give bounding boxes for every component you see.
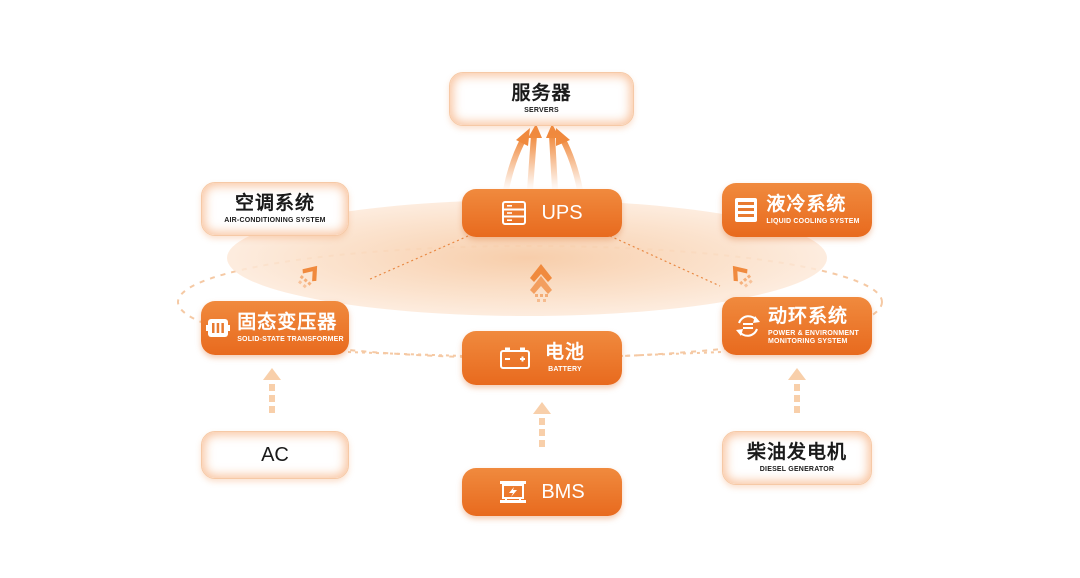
monitoring-label: 动环系统 [768,305,849,327]
monitoring-sublabel-1: POWER & ENVIRONMENT [768,330,859,337]
dashed-up-arrow-diesel [788,368,806,413]
aircon-node: 空调系统 AIR-CONDITIONING SYSTEM [201,182,349,236]
ups-node: UPS [462,189,622,237]
diesel-label: 柴油发电机 [746,441,847,463]
servers-sublabel: SERVERS [524,107,559,114]
connector-line [619,351,723,357]
server-rack-icon [502,201,527,225]
flow-arrow-heads [516,124,570,146]
aircon-sublabel: AIR-CONDITIONING SYSTEM [224,217,326,224]
dashed-up-arrow-ac [263,368,281,413]
sst-node: 固态变压器 SOLID-STATE TRANSFORMER [201,301,349,355]
dashed-up-arrow-bms [533,402,551,447]
ac-label: AC [261,443,289,466]
ups-label: UPS [541,201,583,224]
glow-platform [227,200,827,316]
liquid-cooling-node: 液冷系统 LIQUID COOLING SYSTEM [722,183,872,237]
battery-icon [499,347,530,369]
connector-line [347,351,463,357]
monitoring-node: 动环系统 POWER & ENVIRONMENT MONITORING SYST… [722,297,872,355]
sst-label: 固态变压器 [237,311,338,333]
aircon-label: 空调系统 [234,192,315,214]
dotted-arrow-icon [530,264,552,302]
liquid-cooling-label: 液冷系统 [766,193,847,215]
ac-node: AC [201,431,349,479]
diesel-node: 柴油发电机 DIESEL GENERATOR [722,431,872,485]
server-rack-icon [735,198,758,222]
connector-line [367,235,469,281]
servers-label: 服务器 [511,82,572,104]
dotted-arrow-icon [298,265,318,289]
bms-board-icon [500,481,527,503]
battery-label: 电池 [544,341,585,363]
servers-node: 服务器 SERVERS [449,72,634,126]
battery-node: 电池 BATTERY [462,331,622,385]
flow-arrows-up [503,132,583,193]
diesel-sublabel: DIESEL GENERATOR [759,466,835,473]
cycle-icon [736,315,761,337]
monitoring-sublabel-2: MONITORING SYSTEM [768,338,848,345]
connector-line [609,235,721,287]
battery-sublabel: BATTERY [548,366,582,373]
sst-sublabel: SOLID-STATE TRANSFORMER [237,336,344,343]
transformer-icon [206,319,231,337]
liquid-cooling-sublabel: LIQUID COOLING SYSTEM [766,218,860,225]
dotted-arrow-icon [732,265,753,288]
bms-node: BMS [462,468,622,516]
bms-label: BMS [541,480,585,503]
